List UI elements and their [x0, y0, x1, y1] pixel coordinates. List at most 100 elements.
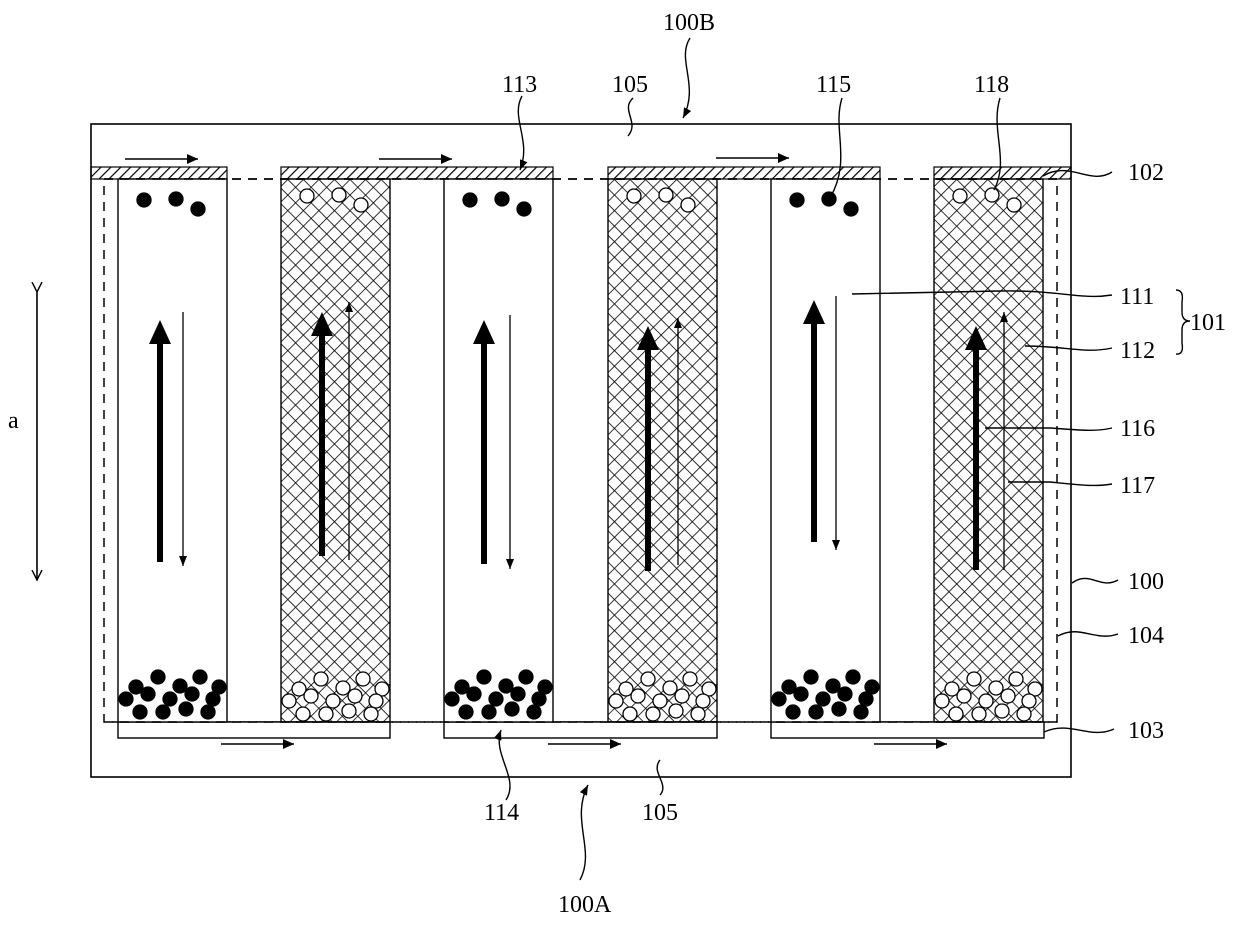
white-particle	[696, 694, 710, 708]
white-particle	[1007, 198, 1021, 212]
white-particle	[1017, 707, 1031, 721]
white-particle	[691, 707, 705, 721]
black-particle	[489, 692, 503, 706]
label-a: a	[8, 408, 19, 434]
white-particle	[332, 188, 346, 202]
leader-113	[518, 96, 523, 170]
white-particle	[972, 707, 986, 721]
white-particle	[653, 694, 667, 708]
leader-100a	[580, 785, 588, 880]
black-particle	[463, 193, 477, 207]
white-particle	[631, 689, 645, 703]
hatched-cell-2	[608, 179, 717, 722]
white-particle	[659, 188, 673, 202]
label-114: 114	[484, 800, 519, 826]
label-100b: 100B	[663, 10, 715, 36]
white-particle	[609, 694, 623, 708]
white-particle	[641, 672, 655, 686]
leader-104	[1058, 632, 1118, 636]
black-particle	[206, 692, 220, 706]
white-particle	[296, 707, 310, 721]
label-115: 115	[816, 72, 851, 98]
white-particle	[623, 707, 637, 721]
white-particle	[953, 189, 967, 203]
particles	[119, 188, 1042, 721]
black-particle	[809, 705, 823, 719]
hatched-cell-1	[281, 179, 390, 722]
label-103: 103	[1128, 718, 1164, 744]
top-electrodes	[91, 167, 1071, 179]
label-113: 113	[502, 72, 537, 98]
white-particle	[314, 672, 328, 686]
bracket-101	[1176, 290, 1190, 354]
leader-115-dot	[827, 198, 833, 204]
top-electrode-2	[281, 167, 553, 179]
black-particle	[151, 670, 165, 684]
black-particle	[519, 670, 533, 684]
black-particle	[173, 679, 187, 693]
label-102: 102	[1128, 160, 1164, 186]
black-particle	[193, 670, 207, 684]
label-104: 104	[1128, 623, 1164, 649]
black-particle	[794, 687, 808, 701]
bottom-electrode-1	[118, 722, 390, 738]
black-particle	[156, 705, 170, 719]
black-particle	[786, 705, 800, 719]
black-particle	[511, 687, 525, 701]
leader-103	[1044, 728, 1114, 732]
black-particle	[532, 692, 546, 706]
label-118: 118	[974, 72, 1009, 98]
label-116: 116	[1120, 416, 1155, 442]
cells	[118, 179, 1043, 722]
outer-frame	[91, 124, 1071, 777]
black-particle	[141, 687, 155, 701]
top-electrode-1	[91, 167, 227, 179]
black-particle	[169, 192, 183, 206]
black-particle	[499, 679, 513, 693]
label-100a: 100A	[558, 892, 612, 918]
black-particle	[477, 670, 491, 684]
white-particle	[627, 189, 641, 203]
white-particle	[675, 689, 689, 703]
bottom-electrode-2	[444, 722, 717, 738]
black-particle	[163, 692, 177, 706]
white-particle	[1001, 689, 1015, 703]
white-particle	[300, 189, 314, 203]
white-particle	[995, 704, 1009, 718]
black-particle	[495, 192, 509, 206]
white-particle	[319, 707, 333, 721]
white-particle	[957, 689, 971, 703]
leader-114	[499, 730, 510, 800]
black-particle	[832, 702, 846, 716]
white-particle	[967, 672, 981, 686]
black-particle	[137, 193, 151, 207]
white-particle	[646, 707, 660, 721]
black-particle	[517, 202, 531, 216]
white-particle	[979, 694, 993, 708]
white-particle	[1022, 694, 1036, 708]
bottom-electrode-3	[771, 722, 1044, 738]
black-particle	[826, 679, 840, 693]
hatched-cell-3	[934, 179, 1043, 722]
label-105-top: 105	[612, 72, 648, 98]
black-particle	[846, 670, 860, 684]
black-particle	[844, 202, 858, 216]
black-particle	[505, 702, 519, 716]
white-particle	[1009, 672, 1023, 686]
black-particle	[816, 692, 830, 706]
white-particle	[949, 707, 963, 721]
white-cell-3	[771, 179, 880, 722]
label-105-bottom: 105	[642, 800, 678, 826]
black-particle	[804, 670, 818, 684]
white-particle	[364, 707, 378, 721]
black-particle	[772, 692, 786, 706]
label-100: 100	[1128, 569, 1164, 595]
black-particle	[790, 193, 804, 207]
black-particle	[201, 705, 215, 719]
white-particle	[326, 694, 340, 708]
black-particle	[119, 692, 133, 706]
white-particle	[935, 694, 949, 708]
white-particle	[683, 672, 697, 686]
